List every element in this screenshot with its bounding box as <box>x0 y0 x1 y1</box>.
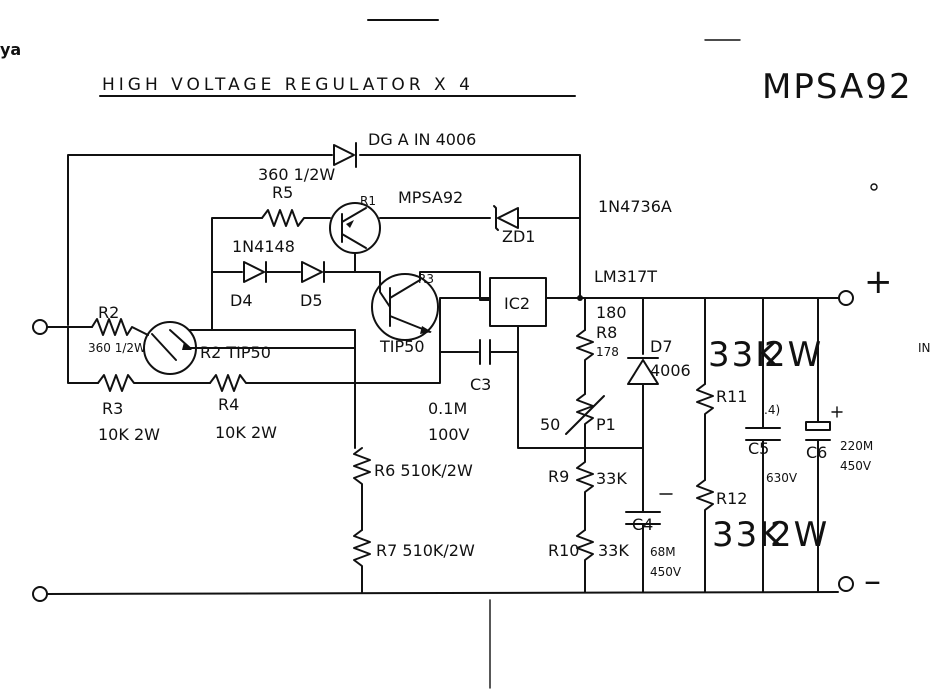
ic2-part-label: LM317T <box>594 267 657 286</box>
r2-label: R2 <box>98 303 119 322</box>
r9-label: R9 <box>548 467 569 486</box>
c5-value-label: 630V <box>766 471 798 485</box>
c6-label: C6 <box>806 443 827 462</box>
junction-dot <box>577 295 583 301</box>
p1-label: P1 <box>596 415 616 434</box>
part-note: MPSA92 <box>762 67 913 107</box>
c6-value1-label: 220M <box>840 439 873 453</box>
resistor-r8 <box>576 329 594 395</box>
resistor-r4 <box>209 297 491 392</box>
r11-power-label: 2W <box>764 335 823 375</box>
q2-label: R2 TIP50 <box>200 343 271 362</box>
q3-part-label: TIP50 <box>379 337 425 356</box>
transistor-q2 <box>143 321 197 375</box>
q3-label: R3 <box>418 272 434 286</box>
r4-value-label: 10K 2W <box>215 423 277 442</box>
p1-arrow <box>565 395 605 435</box>
diode-dg <box>333 142 357 168</box>
resistor-r10 <box>576 529 594 593</box>
resistor-r6 <box>353 447 371 531</box>
output-terminal-positive[interactable] <box>838 290 854 306</box>
r11-label: R11 <box>716 387 747 406</box>
stray-dot <box>870 183 878 191</box>
ic2-label: IC2 <box>504 294 530 313</box>
corner-mark: ya <box>0 40 21 59</box>
output-terminal-negative[interactable] <box>838 576 854 592</box>
r3-label: R3 <box>102 399 123 418</box>
r10-value-label: 33K <box>598 541 629 560</box>
r8-label: R8 <box>596 323 617 342</box>
input-terminal-negative[interactable] <box>32 586 48 602</box>
q1-part-label: MPSA92 <box>398 188 463 207</box>
c4-label: C4 <box>632 515 653 534</box>
plus-label: + <box>864 262 895 302</box>
wire-r3-left <box>67 326 99 384</box>
capacitor-c3 <box>479 339 491 365</box>
diode-d5 <box>301 261 325 283</box>
r8-value-label: 178 <box>596 345 619 359</box>
r3-value-label: 10K 2W <box>98 425 160 444</box>
r5-label: R5 <box>272 183 293 202</box>
d4-label: D4 <box>230 291 253 310</box>
capacitor-c6 <box>805 406 843 441</box>
c5-label: C5 <box>748 439 769 458</box>
diode-d4 <box>243 261 267 283</box>
minus-label: – <box>864 561 883 601</box>
c4-value2-label: 450V <box>650 565 682 579</box>
c6-value2-label: 450V <box>840 459 872 473</box>
r2-value-label: 360 1/2W <box>88 341 146 355</box>
wire-q1-q3 <box>354 271 391 308</box>
wire-ic2-adj <box>517 325 644 449</box>
wire-r5-left <box>211 217 263 299</box>
resistor-r2 <box>91 318 149 336</box>
potentiometer-p1 <box>576 393 594 449</box>
dg-label: DG A IN 4006 <box>368 130 476 149</box>
transistor-q1 <box>329 202 381 254</box>
transistor-q3 <box>371 273 439 341</box>
r9-value-label: 33K <box>596 469 627 488</box>
c4-value1-label: 68M <box>650 545 676 559</box>
d4-d5-part-label: 1N4148 <box>232 237 295 256</box>
r10-label: R10 <box>548 541 579 560</box>
d5-label: D5 <box>300 291 323 310</box>
resistor-r7 <box>353 529 371 593</box>
diagram-title: HIGH VOLTAGE REGULATOR X 4 <box>102 75 474 95</box>
r12-power-label: 2W <box>770 515 829 555</box>
c3-value2-label: 100V <box>428 425 470 444</box>
q1-label: R1 <box>360 194 376 208</box>
resistor-r12 <box>696 479 714 593</box>
wire-top-feedback <box>67 154 581 326</box>
r8-top-label: 180 <box>596 303 627 322</box>
r12-label: R12 <box>716 489 747 508</box>
capacitor-c4 <box>625 493 673 593</box>
wire-d5-right <box>323 253 356 273</box>
r5-value-label: 360 1/2W <box>258 165 335 184</box>
p1-value-label: 50 <box>540 415 560 434</box>
zd1-part-label: 1N4736A <box>598 197 672 216</box>
wire-q3-ic2 <box>419 271 491 301</box>
c3-value1-label: 0.1M <box>428 399 467 418</box>
resistor-r3 <box>97 374 211 392</box>
d7-label: D7 <box>650 337 673 356</box>
c3-label: C3 <box>470 375 491 394</box>
resistor-r11 <box>696 383 714 481</box>
wire-q2-collector <box>189 297 213 331</box>
r6-label: R6 510K/2W <box>374 461 473 480</box>
r7-label: R7 510K/2W <box>376 541 475 560</box>
wire-ground-rail <box>46 591 839 595</box>
side-mark: IN <box>918 341 931 355</box>
d7-part-label: 4006 <box>650 361 691 380</box>
zd1-label: ZD1 <box>502 227 535 246</box>
resistor-r5 <box>261 209 331 227</box>
r11-value-label: 33K <box>708 335 780 375</box>
input-terminal-positive[interactable] <box>32 319 48 335</box>
r4-label: R4 <box>218 395 239 414</box>
resistor-r9 <box>576 447 594 531</box>
r12-value-label: 33K <box>712 515 784 555</box>
c5-top-label: .4) <box>764 403 780 417</box>
